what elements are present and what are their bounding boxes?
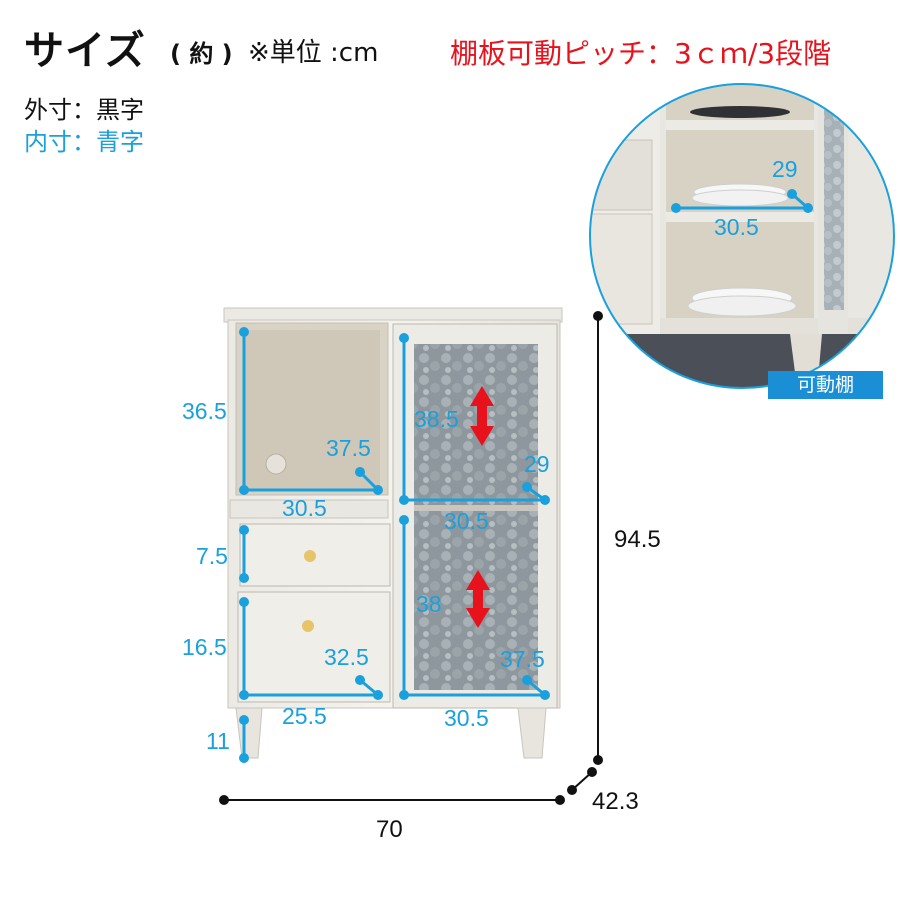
dim-total-height: 94.5 — [614, 526, 661, 553]
legend-inner: 内寸：青字 — [24, 128, 144, 156]
dim-open-height: 36.5 — [182, 398, 227, 424]
dim-total-depth: 42.3 — [592, 788, 639, 815]
dim-lower-depth: 32.5 — [324, 644, 369, 670]
dim-glass-top-height: 38.5 — [414, 406, 459, 432]
unit-note: ※単位 :cm — [248, 38, 379, 68]
movable-shelf-badge: 可動棚 — [768, 371, 883, 399]
dim-glass-bottom-height: 38 — [416, 591, 442, 617]
dim-open-depth: 37.5 — [326, 435, 371, 461]
dim-glass-bottom-width: 30.5 — [444, 705, 489, 731]
dim-total-width: 70 — [376, 816, 403, 843]
legend-outer: 外寸：黒字 — [24, 96, 144, 124]
outer-dimension-points — [219, 311, 603, 805]
inner-dimension-points — [239, 327, 550, 763]
title-approx: ( 約 ) — [170, 40, 233, 68]
drawer-knob-icon — [304, 550, 316, 562]
dim-glass-bottom-depth: 37.5 — [500, 646, 545, 672]
dim-lower-height: 16.5 — [182, 634, 227, 660]
dim-detail-width: 30.5 — [714, 214, 759, 240]
dim-leg-height: 11 — [206, 728, 230, 754]
shelf-pitch-note: 棚板可動ピッチ：3ｃｍ/3段階 — [450, 37, 832, 70]
dim-open-width: 30.5 — [282, 495, 327, 521]
door-knob-icon — [302, 620, 314, 632]
dim-detail-depth: 29 — [772, 156, 798, 182]
movable-shelf-arrows — [466, 386, 494, 628]
cabinet — [223, 307, 563, 759]
dim-lower-width: 25.5 — [282, 703, 327, 729]
title: サイズ — [24, 28, 146, 74]
dim-glass-top-width: 30.5 — [444, 508, 489, 534]
dim-glass-top-depth: 29 — [524, 451, 550, 477]
dim-drawer-height: 7.5 — [196, 543, 228, 569]
